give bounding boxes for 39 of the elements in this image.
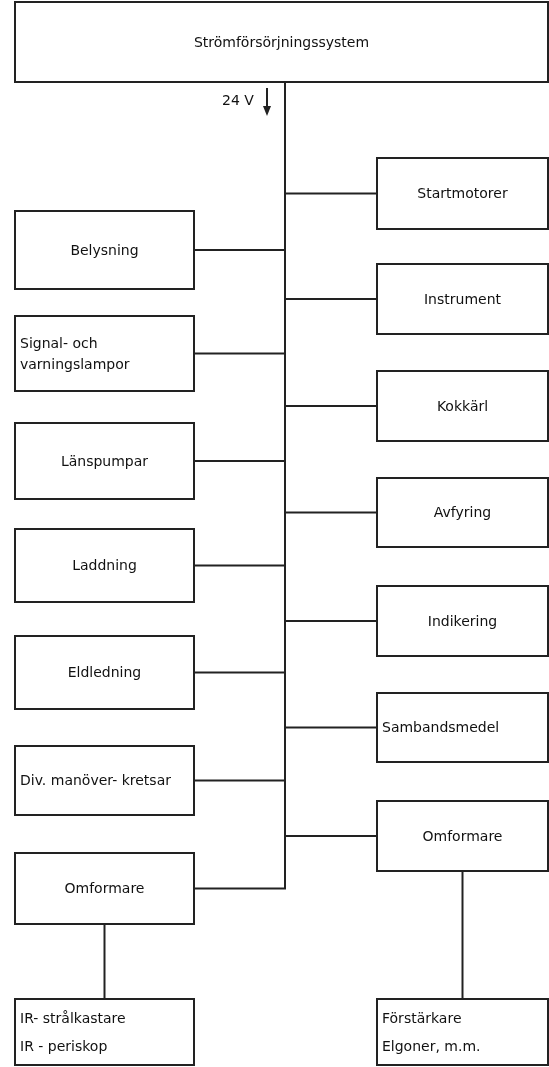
process-box: [14, 210, 195, 290]
box-label: Signal- och varningslampor: [20, 334, 131, 374]
box-label: IR- strålkastare: [20, 1008, 126, 1028]
process-box: [14, 1, 549, 83]
box-label: Länspumpar: [60, 451, 149, 471]
box-label: Elgoner, m.m.: [382, 1037, 481, 1056]
process-box: [14, 852, 195, 925]
box-label: Avfyring: [433, 503, 492, 523]
box-label: Eldledning: [67, 663, 142, 683]
process-box: [376, 998, 549, 1066]
process-box: [376, 370, 549, 442]
box-label: Belysning: [70, 240, 139, 260]
box-label: Instrument: [424, 289, 501, 309]
box-label: Omformare: [64, 879, 145, 899]
process-box: [376, 477, 549, 548]
box-label: Startmotorer: [417, 184, 508, 204]
box-label: Omformare: [422, 826, 503, 846]
process-box: [14, 998, 195, 1066]
process-box: [14, 635, 195, 710]
box-label: Sambandsmedel: [382, 718, 500, 738]
process-box: [14, 745, 195, 816]
connector-line: [461, 871, 464, 999]
box-label: Strömförsörjningssystem: [193, 32, 370, 52]
box-label: IR - periskop: [20, 1037, 108, 1056]
box-label: Laddning: [72, 556, 137, 576]
process-box: [14, 315, 195, 392]
process-box: [376, 263, 549, 335]
process-box: [14, 528, 195, 603]
process-box: [376, 800, 549, 872]
process-box: [376, 692, 549, 763]
process-box: [376, 157, 549, 230]
connector-line: [103, 924, 106, 999]
process-box: [14, 422, 195, 500]
voltage-label: 24 V: [222, 92, 254, 108]
box-label: Indikering: [427, 611, 498, 631]
box-label: Div. manöver- kretsar: [20, 771, 171, 791]
box-label: Kokkärl: [436, 396, 489, 416]
box-label: Förstärkare: [382, 1008, 462, 1028]
process-box: [376, 585, 549, 657]
